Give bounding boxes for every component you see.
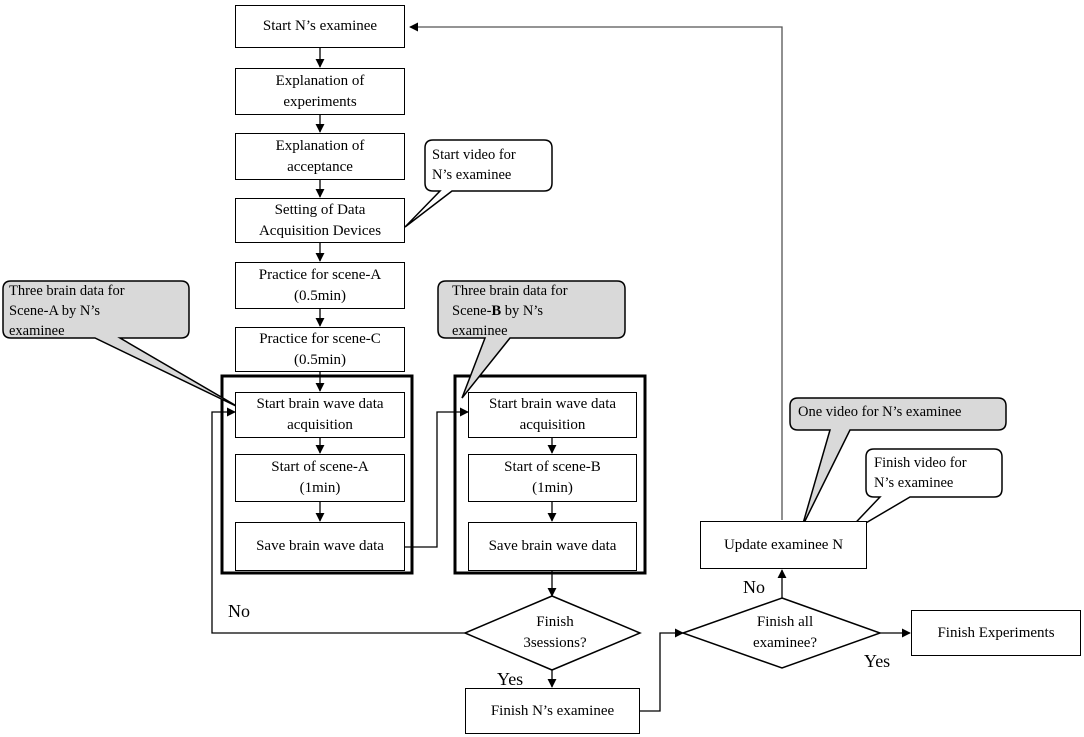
callout-scene-prefix: Scene-	[452, 303, 492, 319]
label-yes-sessions: Yes	[497, 669, 524, 689]
arrow-no-loop	[211, 407, 465, 634]
callout-text-line: One video for N’s examinee	[798, 404, 962, 420]
node-start-bw-a: Start brain wave data acquisition	[235, 392, 405, 438]
node-text-line: Start brain wave data	[256, 396, 384, 412]
node-text-line: Start brain wave data	[488, 396, 617, 412]
decision-finish-sessions-text: Finish 3sessions?	[495, 612, 615, 654]
node-explanation-experiments: Explanation of experiments	[235, 68, 405, 115]
node-setting-devices: Setting of Data Acquisition Devices	[235, 198, 405, 243]
node-text-line: Explanation of	[275, 72, 365, 89]
node-text-line: (1min)	[532, 480, 573, 496]
node-text-line: acceptance	[287, 158, 353, 175]
node-scene-a: Start of scene-A (1min)	[235, 454, 405, 502]
node-text-line: Acquisition Devices	[258, 222, 382, 239]
scene-b-session-frame	[453, 374, 647, 575]
callout-one-video-shape	[789, 397, 1007, 528]
callout-finish-video: Finish video for N’s examinee	[874, 453, 1000, 493]
node-text-line: 3sessions?	[523, 635, 587, 651]
node-update-examinee-text: Update examinee N	[723, 536, 844, 553]
node-finish-experiments-text: Finish Experiments	[937, 624, 1055, 641]
node-scene-b: Start of scene-B (1min)	[468, 454, 637, 502]
scene-a-session-frame	[220, 374, 414, 575]
callout-one-video: One video for N’s examinee	[798, 402, 1004, 422]
callout-three-a: Three brain data for Scene-A by N’s exam…	[9, 281, 187, 341]
callout-text-line: Scene-B by N’s	[452, 301, 622, 321]
callout-text-line: Finish video for	[874, 455, 967, 471]
arrow-to-finish-all	[640, 628, 684, 712]
node-start-bw-b: Start brain wave data acquisition	[468, 392, 637, 438]
node-text-line: Start of scene-A	[271, 459, 369, 475]
label-no-sessions: No	[228, 601, 250, 621]
node-text-line: Start of scene-B	[504, 459, 601, 475]
node-text-line: Finish all	[756, 614, 814, 630]
callout-text-line: Three brain data for	[9, 283, 125, 299]
node-text-line: Finish	[536, 614, 574, 630]
node-text-line: examinee?	[752, 635, 818, 651]
callout-text-line: Three brain data for	[452, 283, 568, 299]
node-finish-experiments: Finish Experiments	[911, 610, 1081, 656]
callout-text-line: N’s examinee	[432, 167, 512, 183]
callout-text-line: Start video for	[432, 147, 516, 163]
node-text-line: (1min)	[299, 480, 341, 496]
node-text-line: (0.5min)	[293, 287, 347, 304]
label-no-all: No	[743, 577, 765, 597]
node-practice-c: Practice for scene-C (0.5min)	[235, 327, 405, 372]
node-text-line: acquisition	[287, 417, 353, 433]
node-text-line: Explanation of	[275, 137, 365, 154]
callout-text-line: examinee	[452, 323, 508, 339]
decision-finish-sessions	[463, 595, 642, 671]
callout-text-line: N’s examinee	[874, 475, 954, 491]
callout-scene-suffix: by N’s	[501, 303, 544, 319]
callout-finish-video-shape	[841, 448, 1003, 538]
node-update-examinee: Update examinee N	[700, 521, 867, 569]
node-text-line: acquisition	[519, 417, 586, 433]
decision-finish-all-text: Finish all examinee?	[725, 612, 845, 654]
node-start-examinee-text: Start N’s examinee	[262, 18, 378, 34]
node-text-line: (0.5min)	[293, 351, 347, 368]
callout-text-line: Scene-A by N’s	[9, 303, 101, 319]
callout-three-a-shape	[2, 280, 241, 409]
node-save-a: Save brain wave data	[235, 522, 405, 571]
decision-finish-all	[680, 597, 883, 669]
callout-text-line: examinee	[9, 323, 65, 339]
callout-three-b: Three brain data for Scene-B by N’s exam…	[452, 281, 622, 341]
node-finish-examinee-text: Finish N’s examinee	[490, 702, 615, 719]
node-practice-a: Practice for scene-A (0.5min)	[235, 262, 405, 309]
node-start-examinee: Start N’s examinee	[235, 5, 405, 48]
label-yes-all: Yes	[864, 651, 891, 671]
node-text-line: Practice for scene-A	[258, 266, 382, 283]
node-save-b: Save brain wave data	[468, 522, 637, 571]
node-save-b-text: Save brain wave data	[488, 538, 617, 554]
node-explanation-acceptance: Explanation of acceptance	[235, 133, 405, 180]
node-text-line: Setting of Data	[274, 201, 366, 218]
node-text-line: experiments	[283, 93, 357, 110]
node-text-line: Practice for scene-C	[259, 330, 381, 347]
callout-scene-b-bold: B	[491, 303, 502, 319]
node-save-a-text: Save brain wave data	[256, 538, 384, 554]
node-finish-examinee: Finish N’s examinee	[465, 688, 640, 734]
arrow-save-a-to-start-b	[404, 407, 469, 548]
callout-three-b-shape	[437, 280, 626, 399]
callout-start-video-shape	[404, 139, 553, 228]
callout-start-video: Start video for N’s examinee	[432, 145, 550, 185]
arrow-update-to-start	[409, 22, 783, 520]
